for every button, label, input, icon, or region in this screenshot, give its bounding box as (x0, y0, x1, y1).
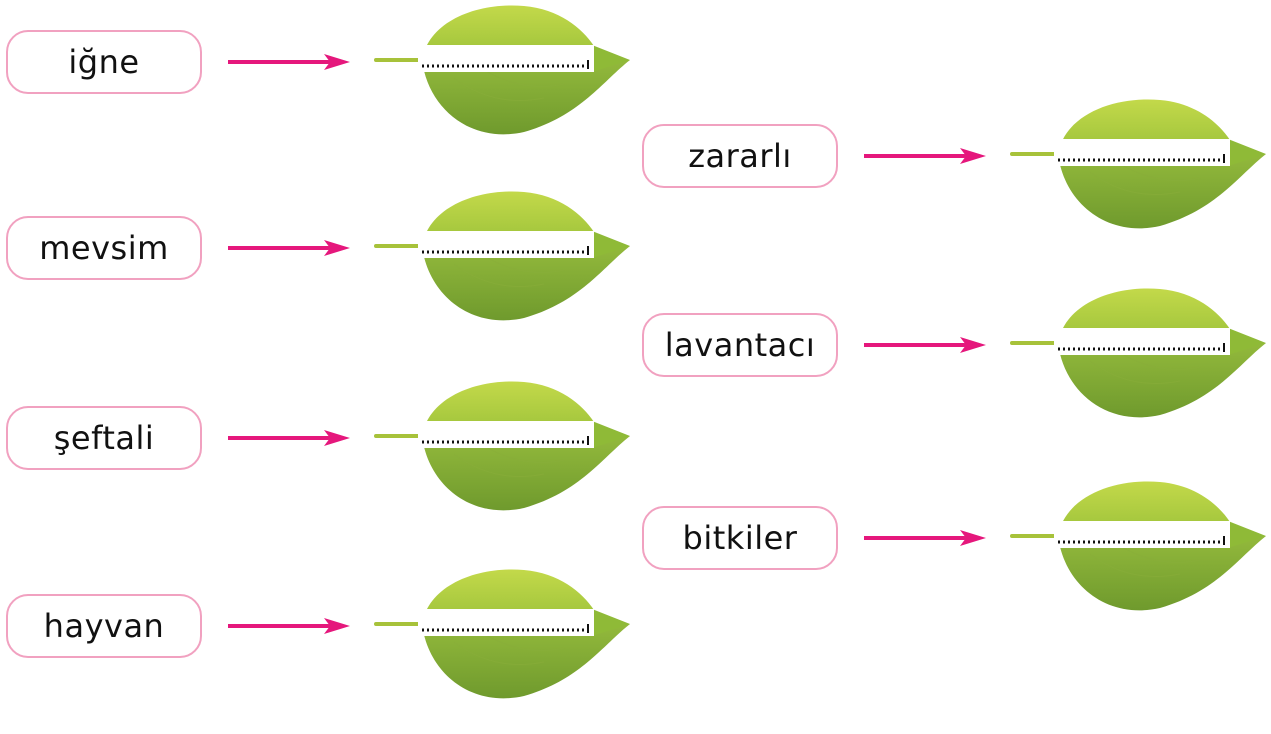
word-row-2: mevsim (6, 216, 631, 356)
word-box: zararlı (642, 124, 838, 188)
word-box: mevsim (6, 216, 202, 280)
arrow-right-icon (228, 616, 350, 636)
leaf-answer-field[interactable] (1010, 92, 1266, 230)
arrow-right-icon (228, 428, 350, 448)
word-label: bitkiler (682, 519, 798, 557)
word-row-7: bitkiler (642, 506, 1267, 646)
leaf-answer-field[interactable] (374, 562, 630, 700)
leaf-answer-field[interactable] (374, 0, 630, 136)
word-box: bitkiler (642, 506, 838, 570)
word-label: iğne (68, 43, 140, 81)
arrow-right-icon (864, 335, 986, 355)
word-row-3: şeftali (6, 406, 631, 546)
word-label: mevsim (39, 229, 169, 267)
word-box: hayvan (6, 594, 202, 658)
leaf-answer-field[interactable] (1010, 474, 1266, 612)
word-box: iğne (6, 30, 202, 94)
arrow-right-icon (228, 52, 350, 72)
word-label: zararlı (688, 137, 792, 175)
word-row-5: zararlı (642, 124, 1267, 264)
arrow-right-icon (864, 146, 986, 166)
word-label: şeftali (53, 419, 155, 457)
leaf-answer-field[interactable] (1010, 281, 1266, 419)
leaf-answer-field[interactable] (374, 374, 630, 512)
word-row-4: hayvan (6, 594, 631, 734)
word-box: lavantacı (642, 313, 838, 377)
word-label: lavantacı (664, 326, 816, 364)
leaf-answer-field[interactable] (374, 184, 630, 322)
word-row-6: lavantacı (642, 313, 1267, 453)
arrow-right-icon (864, 528, 986, 548)
word-label: hayvan (43, 607, 165, 645)
word-box: şeftali (6, 406, 202, 470)
word-row-1: iğne (6, 30, 631, 170)
arrow-right-icon (228, 238, 350, 258)
